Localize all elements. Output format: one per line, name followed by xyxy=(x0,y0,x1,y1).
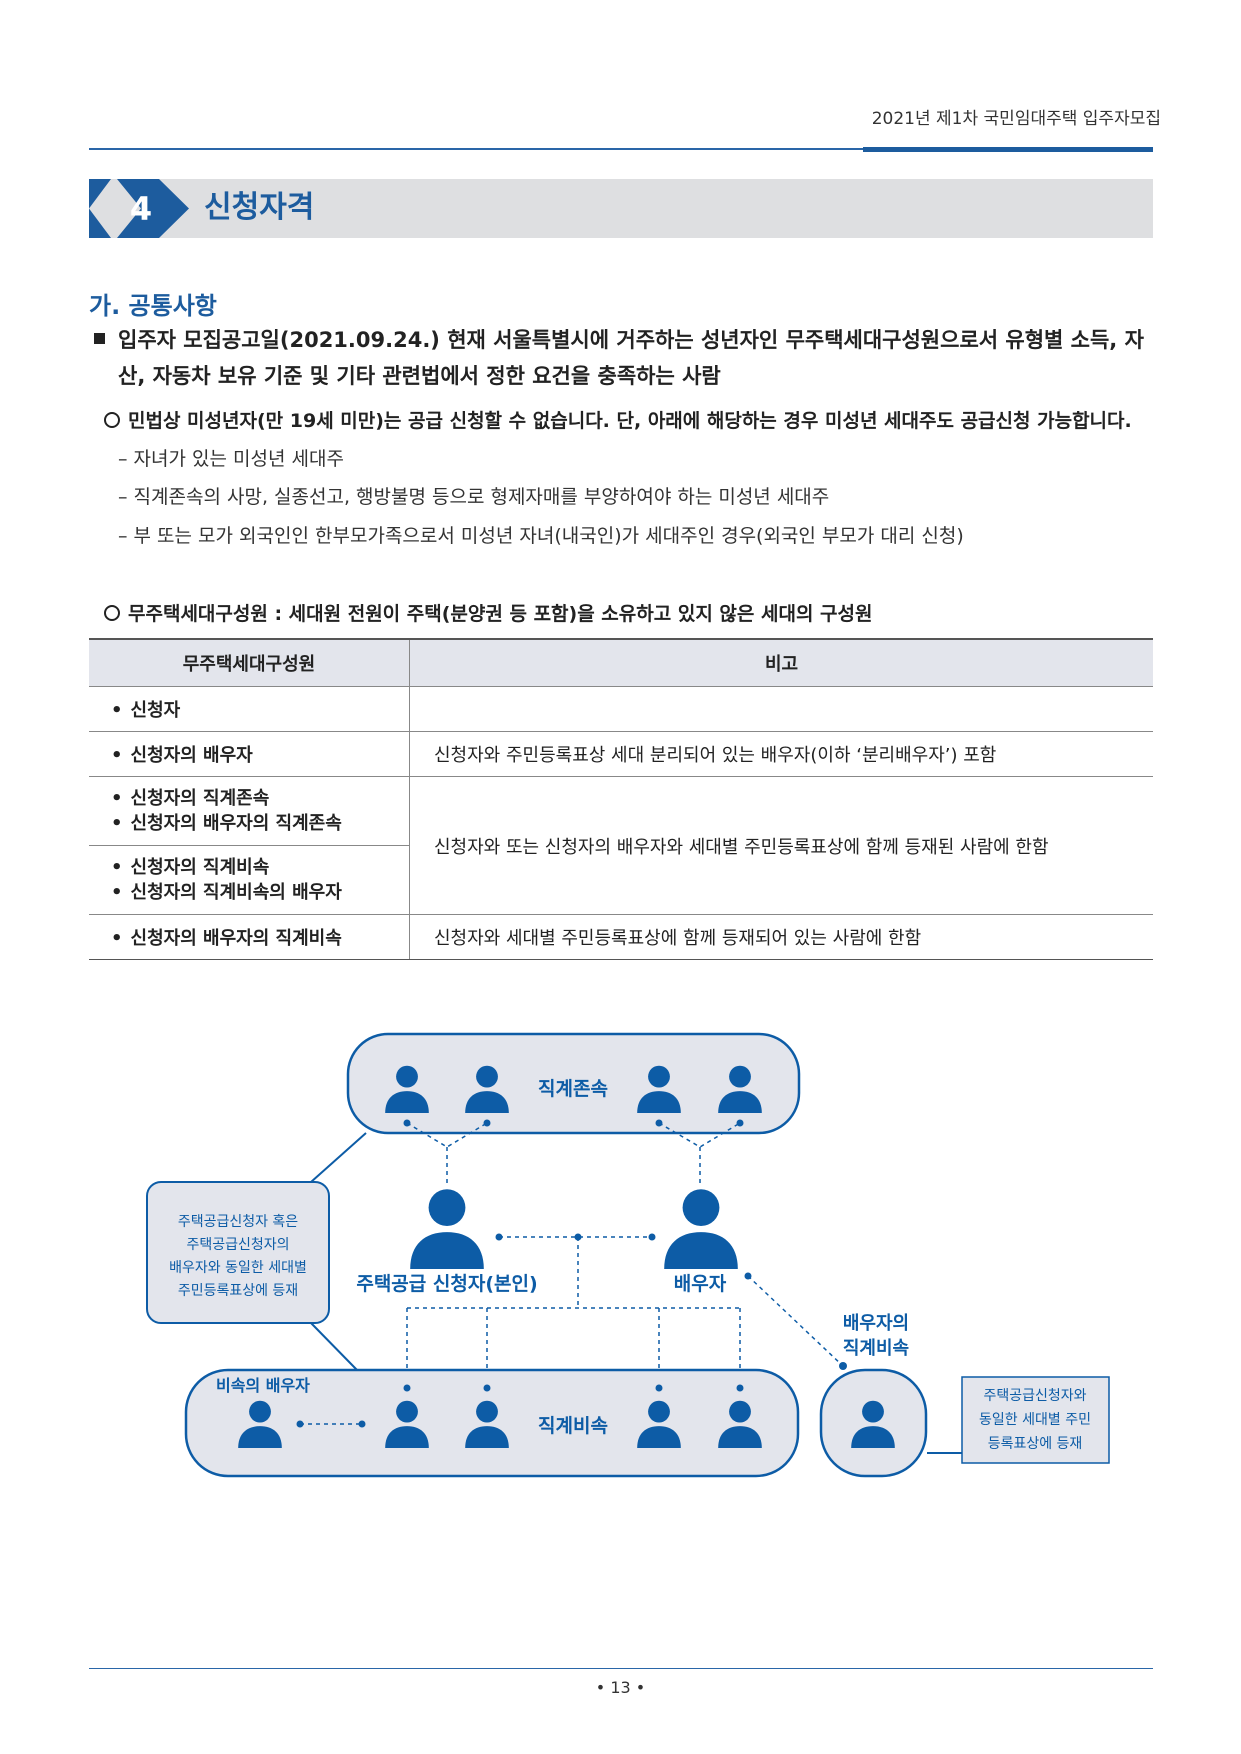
table-header-cell: 비고 xyxy=(409,638,1153,687)
connector-line xyxy=(310,1132,367,1183)
household-definition-text: 무주택세대구성원 : 세대원 전원이 주택(분양권 등 포함)을 소유하고 있지… xyxy=(128,603,873,625)
table-cell: •신청자의 배우자 xyxy=(89,731,410,777)
right-note-line: 동일한 세대별 주민 xyxy=(979,1412,1091,1428)
applicant-icon xyxy=(410,1189,484,1269)
table-cell: •신청자 xyxy=(89,686,410,732)
household-member-table: 무주택세대구성원 비고 •신청자 •신청자의 배우자 신청자와 주민등록표상 세… xyxy=(89,638,1153,960)
spouse-descendant-label: 직계비속 xyxy=(843,1338,909,1359)
document-header-title: 2021년 제1차 국민임대주택 입주자모집 xyxy=(871,109,1161,129)
circle-bullet-icon xyxy=(104,412,120,428)
right-note-box xyxy=(961,1376,1110,1464)
descendants-group xyxy=(184,1368,800,1478)
right-note-line: 등록표상에 등재 xyxy=(988,1436,1083,1452)
minor-note-text: 민법상 미성년자(만 19세 미만)는 공급 신청할 수 없습니다. 단, 아래… xyxy=(128,410,1132,432)
table-cell: 신청자와 세대별 주민등록표상에 함께 등재되어 있는 사람에 한함 xyxy=(409,914,1153,960)
minor-exception-item: – 자녀가 있는 미성년 세대주 xyxy=(118,448,344,470)
descendant-spouse-label: 비속의 배우자 xyxy=(216,1376,310,1395)
applicant-label: 주택공급 신청자(본인) xyxy=(356,1273,537,1295)
table-cell xyxy=(409,686,1153,732)
spouse-descendant-group xyxy=(819,1368,928,1478)
table-cell: 신청자와 주민등록표상 세대 분리되어 있는 배우자(이하 ‘분리배우자’) 포… xyxy=(409,731,1153,777)
left-note-box xyxy=(146,1181,330,1324)
table-cell: 신청자와 또는 신청자의 배우자와 세대별 주민등록표상에 함께 등재된 사람에… xyxy=(409,776,1153,915)
footer-divider xyxy=(89,1668,1153,1669)
section-title: 신청자격 xyxy=(204,190,315,225)
table-header-row: 무주택세대구성원 비고 xyxy=(89,638,1153,687)
spouse-descendant-label: 배우자의 xyxy=(843,1313,909,1334)
connector-line xyxy=(310,1322,358,1371)
eligibility-main-paragraph: 입주자 모집공고일(2021.09.24.) 현재 서울특별시에 거주하는 성년… xyxy=(118,328,1144,388)
table-cell: •신청자의 직계존속 •신청자의 배우자의 직계존속 xyxy=(89,776,410,846)
header-divider-accent xyxy=(863,147,1153,152)
header-divider xyxy=(89,148,1153,150)
left-note-line: 주택공급신청자 혹은 xyxy=(178,1214,298,1230)
link-dots xyxy=(403,1119,744,1127)
subsection-title: 가. 공통사항 xyxy=(89,292,217,320)
section-title-bar xyxy=(89,179,1153,238)
spouse-label: 배우자 xyxy=(674,1273,727,1295)
minor-exception-item: – 직계존속의 사망, 실종선고, 행방불명 등으로 형제자매를 부양하여야 하… xyxy=(118,486,830,508)
right-note-line: 주택공급신청자와 xyxy=(983,1388,1086,1404)
table-cell: •신청자의 직계비속 •신청자의 직계비속의 배우자 xyxy=(89,845,410,915)
section-number-chevron: 4 xyxy=(89,179,189,238)
table-header-cell: 무주택세대구성원 xyxy=(89,638,410,687)
ancestors-group xyxy=(346,1032,801,1135)
left-note-line: 주택공급신청자의 xyxy=(186,1237,289,1253)
spouse-icon xyxy=(664,1189,738,1269)
circle-bullet-icon xyxy=(104,605,120,621)
minor-exception-item: – 부 또는 모가 외국인인 한부모가족으로서 미성년 자녀(내국인)가 세대주… xyxy=(118,525,964,547)
square-bullet-icon xyxy=(94,333,105,344)
section-number: 4 xyxy=(130,190,152,228)
table-row: •신청자 xyxy=(89,686,1153,732)
ancestor-links xyxy=(406,1122,741,1185)
left-note-line: 주민등록표상에 등재 xyxy=(178,1283,298,1299)
table-row: •신청자의 직계비속 •신청자의 직계비속의 배우자 xyxy=(89,845,1153,915)
table-row: •신청자의 배우자의 직계비속 신청자와 세대별 주민등록표상에 함께 등재되어… xyxy=(89,914,1153,960)
descendants-label: 직계비속 xyxy=(538,1415,608,1437)
ancestors-label: 직계존속 xyxy=(538,1078,608,1100)
table-cell: •신청자의 배우자의 직계비속 xyxy=(89,914,410,960)
table-row: •신청자의 배우자 신청자와 주민등록표상 세대 분리되어 있는 배우자(이하 … xyxy=(89,731,1153,777)
page-number: • 13 • xyxy=(595,1678,646,1697)
table-row: •신청자의 직계존속 •신청자의 배우자의 직계존속 신청자와 또는 신청자의 … xyxy=(89,776,1153,915)
left-note-line: 배우자와 동일한 세대별 xyxy=(169,1260,307,1276)
